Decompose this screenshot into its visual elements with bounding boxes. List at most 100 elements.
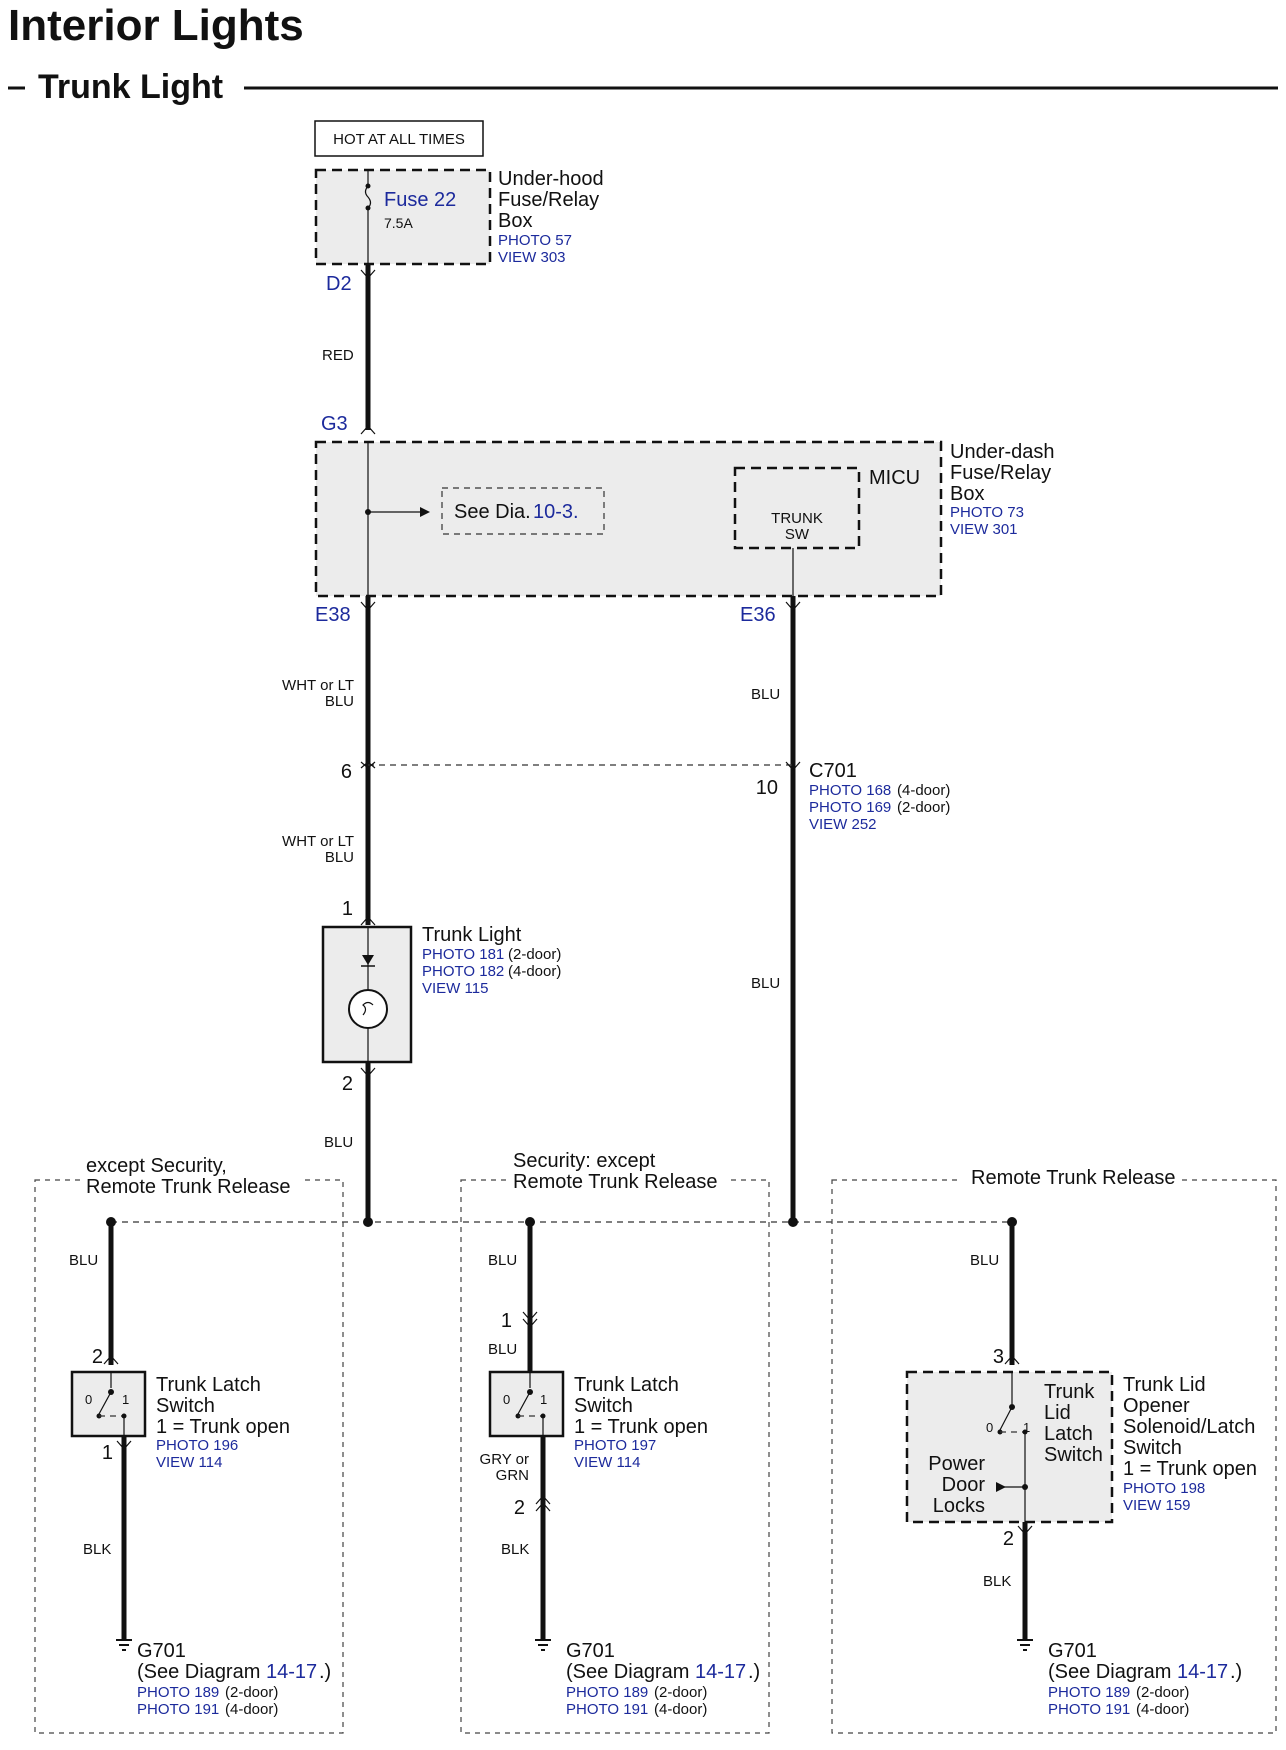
switch-right-view-link[interactable]: VIEW 159 xyxy=(1123,1497,1191,1514)
switch-mid-view-link[interactable]: VIEW 114 xyxy=(574,1454,640,1471)
c701-photo2-note: (2-door) xyxy=(897,799,950,816)
ground-left-photo2-link[interactable]: PHOTO 191 xyxy=(137,1701,219,1718)
ground-right-see-link[interactable]: 14-17 xyxy=(1177,1661,1228,1683)
c701-pin10-icon xyxy=(785,761,801,771)
switch-right-pdl-3: Locks xyxy=(933,1495,985,1517)
wire-label-blu-mid-1: BLU xyxy=(488,1252,517,1269)
switch-right-pin-top: 3 xyxy=(993,1346,1004,1368)
ground-left-see-link[interactable]: 14-17 xyxy=(266,1661,317,1683)
underhood-photo-link[interactable]: PHOTO 57 xyxy=(498,232,572,249)
ground-mid-photo1-note: (2-door) xyxy=(654,1684,707,1701)
trunk-light-view-link[interactable]: VIEW 115 xyxy=(422,980,488,997)
switch-mid-photo-link[interactable]: PHOTO 197 xyxy=(574,1437,656,1454)
ground-right-photo1-note: (2-door) xyxy=(1136,1684,1189,1701)
c701-name: C701 xyxy=(809,760,857,782)
c701-view-link[interactable]: VIEW 252 xyxy=(809,816,877,833)
c701-pin-6: 6 xyxy=(341,761,352,783)
switch-right-top-connector-icon xyxy=(1004,1355,1020,1365)
wire-label-blu-right: BLU xyxy=(970,1252,999,1269)
ground-right-see-post: .) xyxy=(1230,1661,1242,1683)
underhood-fuse-box xyxy=(314,168,492,266)
wire-label-gry-1: GRY or xyxy=(480,1451,529,1468)
diode-icon xyxy=(362,955,374,965)
terminal-e38: E38 xyxy=(315,604,351,626)
trunk-light-photo1-note: (2-door) xyxy=(508,946,561,963)
c701-photo2-link[interactable]: PHOTO 169 xyxy=(809,799,891,816)
ground-right-photo1-link[interactable]: PHOTO 189 xyxy=(1048,1684,1130,1701)
zone-mid-label-2: Remote Trunk Release xyxy=(513,1171,718,1193)
ground-mid-photo1-link[interactable]: PHOTO 189 xyxy=(566,1684,648,1701)
wire-label-wht-4: BLU xyxy=(325,849,354,866)
switch-left-label-3: 1 = Trunk open xyxy=(156,1416,290,1438)
underdash-photo-link[interactable]: PHOTO 73 xyxy=(950,504,1024,521)
switch-right-label-4: Switch xyxy=(1123,1437,1182,1459)
fuse-node-top xyxy=(365,183,371,189)
page-title: Interior Lights xyxy=(8,1,304,50)
c701-photo1-note: (4-door) xyxy=(897,782,950,799)
ground-right-photo2-link[interactable]: PHOTO 191 xyxy=(1048,1701,1130,1718)
switch-mid-label-1: Trunk Latch xyxy=(574,1374,679,1396)
ground-left-photo1-link[interactable]: PHOTO 189 xyxy=(137,1684,219,1701)
switch-mid-pos1: 1 xyxy=(540,1392,547,1407)
switch-left-view-link[interactable]: VIEW 114 xyxy=(156,1454,222,1471)
trunk-light-photo2-note: (4-door) xyxy=(508,963,561,980)
underhood-view-link[interactable]: VIEW 303 xyxy=(498,249,566,266)
terminal-d2: D2 xyxy=(326,273,352,295)
switch-mid-conn-pin-1: 1 xyxy=(501,1310,512,1332)
zone-left-label-1: except Security, xyxy=(86,1155,227,1177)
ground-right-photo2-note: (4-door) xyxy=(1136,1701,1189,1718)
see-dia-link[interactable]: 10-3. xyxy=(533,501,579,523)
switch-mid-label-3: 1 = Trunk open xyxy=(574,1416,708,1438)
underhood-label-2: Fuse/Relay xyxy=(498,189,599,211)
underdash-label-3: Box xyxy=(950,483,984,505)
wire-label-blu-1: BLU xyxy=(751,686,780,703)
switch-right-pdl-2: Door xyxy=(942,1474,986,1496)
ground-mid-photo2-note: (4-door) xyxy=(654,1701,707,1718)
trunk-light-photo2-link[interactable]: PHOTO 182 xyxy=(422,963,504,980)
c701-pin-10: 10 xyxy=(756,777,778,799)
c701-pin6-icon xyxy=(360,761,376,769)
switch-mid-label-2: Switch xyxy=(574,1395,633,1417)
zone-left-label-2: Remote Trunk Release xyxy=(86,1176,291,1198)
underhood-label-1: Under-hood xyxy=(498,168,604,190)
underdash-label-2: Fuse/Relay xyxy=(950,462,1051,484)
ground-mid-see-link[interactable]: 14-17 xyxy=(695,1661,746,1683)
fuse-icon xyxy=(364,185,372,209)
bus-node-trunk-light xyxy=(363,1217,373,1227)
fuse-name[interactable]: Fuse 22 xyxy=(384,189,456,211)
switch-right-label-3: Solenoid/Latch xyxy=(1123,1416,1255,1438)
switch-right-inner-3: Latch xyxy=(1044,1423,1093,1445)
underhood-label-3: Box xyxy=(498,210,532,232)
wire-label-blu-mid-2: BLU xyxy=(488,1341,517,1358)
bus-node-micu xyxy=(788,1217,798,1227)
switch-left-pin-bottom: 1 xyxy=(102,1442,113,1464)
page-subtitle: Trunk Light xyxy=(38,68,223,106)
switch-right-photo-link[interactable]: PHOTO 198 xyxy=(1123,1480,1205,1497)
wire-label-blk-mid: BLK xyxy=(501,1541,529,1558)
ground-mid-name: G701 xyxy=(566,1640,615,1662)
trunk-light-name: Trunk Light xyxy=(422,924,522,946)
terminal-g3: G3 xyxy=(321,413,348,435)
ground-mid-see-pre: (See Diagram xyxy=(566,1661,689,1683)
switch-right-inner-2: Lid xyxy=(1044,1402,1071,1424)
ground-mid xyxy=(535,1639,551,1651)
switch-right-label-2: Opener xyxy=(1123,1395,1190,1417)
switch-left-pos0: 0 xyxy=(85,1392,92,1407)
trunk-sw-label-1: TRUNK xyxy=(771,510,823,527)
switch-right-pos1: 1 xyxy=(1023,1420,1030,1435)
wire-label-wht-2: BLU xyxy=(325,693,354,710)
ground-mid-photo2-link[interactable]: PHOTO 191 xyxy=(566,1701,648,1718)
g3-connector-icon xyxy=(360,425,376,435)
hot-at-all-times-box xyxy=(314,120,484,157)
switch-mid-housing xyxy=(488,1370,565,1438)
wire-label-blu-left: BLU xyxy=(69,1252,98,1269)
switch-left-photo-link[interactable]: PHOTO 196 xyxy=(156,1437,238,1454)
underdash-view-link[interactable]: VIEW 301 xyxy=(950,521,1018,538)
switch-right-pdl-1: Power xyxy=(928,1453,985,1475)
arrow-right-icon xyxy=(420,507,430,517)
trunk-light-photo1-link[interactable]: PHOTO 181 xyxy=(422,946,504,963)
micu-label: MICU xyxy=(869,467,920,489)
hot-at-all-times-label: HOT AT ALL TIMES xyxy=(333,131,465,148)
c701-photo1-link[interactable]: PHOTO 168 xyxy=(809,782,891,799)
